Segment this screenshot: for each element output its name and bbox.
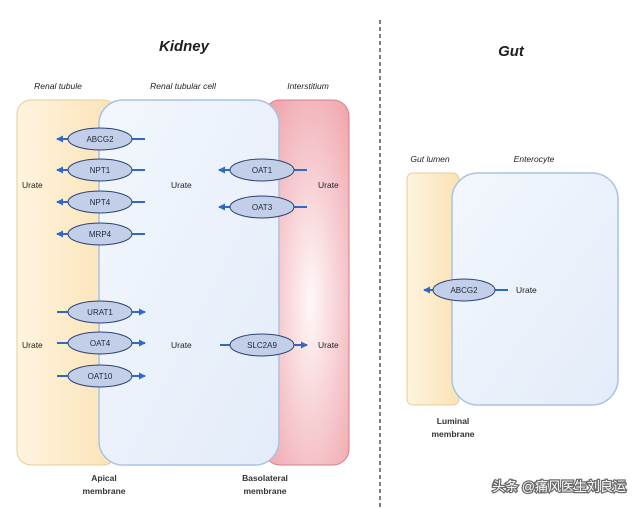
transporter-label: ABCG2: [450, 286, 478, 295]
gut-lumen-label: Gut lumen: [410, 154, 449, 164]
transporter-oat4: OAT4: [57, 331, 146, 355]
renal-tubular-cell-region: [98, 99, 280, 466]
urate-label-interstitium-bottom: Urate: [318, 340, 339, 350]
urate-label-cell-bottom: Urate: [171, 340, 192, 350]
transporter-slc2a9: SLC2A9: [220, 333, 308, 357]
transporter-label: ABCG2: [86, 135, 114, 144]
transporter-label: NPT1: [90, 166, 111, 175]
transporter-oat10: OAT10: [57, 364, 146, 388]
transporter-oat3: OAT3: [218, 195, 307, 219]
basolateral-membrane-label-line1: Basolateral: [242, 473, 288, 483]
transporter-label: OAT3: [252, 203, 273, 212]
transporter-label: SLC2A9: [247, 341, 277, 350]
urate-label-cell-top: Urate: [171, 180, 192, 190]
transporter-label: OAT10: [88, 372, 113, 381]
transporter-label: NPT4: [90, 198, 111, 207]
transporter-abcg2-gut: ABCG2: [423, 278, 508, 302]
luminal-membrane-label-line1: Luminal: [437, 416, 470, 426]
transporter-mrp4: MRP4: [56, 222, 145, 246]
transporter-npt4: NPT4: [56, 190, 145, 214]
transporter-urat1: URAT1: [57, 300, 146, 324]
gut-title: Gut: [498, 43, 525, 60]
urate-label-tubule-bottom: Urate: [22, 340, 43, 350]
urate-label-interstitium-top: Urate: [318, 180, 339, 190]
basolateral-membrane-label-line2: membrane: [244, 486, 287, 496]
transporter-oat1: OAT1: [218, 158, 307, 182]
transporter-label: OAT1: [252, 166, 273, 175]
transporter-npt1: NPT1: [56, 158, 145, 182]
urate-label-tubule-top: Urate: [22, 180, 43, 190]
renal-tubular-cell-label: Renal tubular cell: [150, 81, 217, 91]
kidney-title: Kidney: [159, 38, 210, 55]
enterocyte-label: Enterocyte: [514, 154, 555, 164]
apical-membrane-label-line1: Apical: [91, 473, 117, 483]
interstitium-label: Interstitium: [287, 81, 329, 91]
renal-tubule-label: Renal tubule: [34, 81, 82, 91]
apical-membrane-label-line2: membrane: [83, 486, 126, 496]
urate-label-enterocyte: Urate: [516, 285, 537, 295]
transporter-abcg2: ABCG2: [56, 127, 145, 151]
transporter-label: OAT4: [90, 339, 111, 348]
luminal-membrane-label-line2: membrane: [432, 429, 475, 439]
transporter-label: MRP4: [89, 230, 112, 239]
transporter-label: URAT1: [87, 308, 113, 317]
watermark-text: 头条 @痛风医生刘良运: [492, 479, 626, 494]
